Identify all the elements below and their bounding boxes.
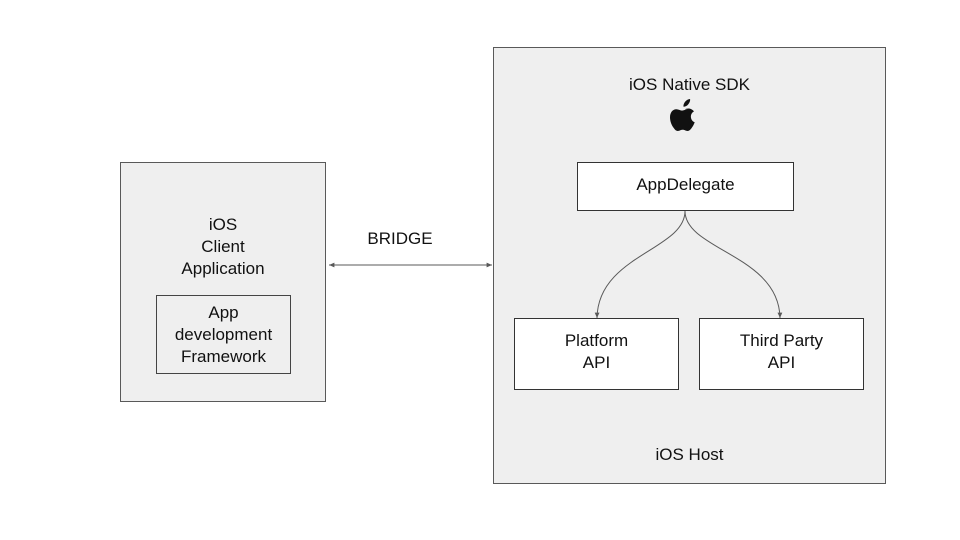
framework-box: App development Framework [156,295,291,374]
bridge-label: BRIDGE [367,229,433,248]
third-party-api-box: Third Party API [699,318,864,390]
client-container: iOS Client Application App development F… [120,162,326,402]
platform-api-label: Platform API [564,331,629,372]
third-party-api-label: Third Party API [739,331,824,372]
client-title: iOS Client Application [181,215,265,278]
framework-label: App development Framework [174,303,273,366]
platform-api-box: Platform API [514,318,679,390]
app-delegate-box: AppDelegate [577,162,794,211]
sdk-title: iOS Native SDK [629,75,750,94]
app-delegate-label: AppDelegate [636,175,735,194]
host-container: iOS Native SDK AppDelegate Platform API … [493,47,886,484]
host-footer-label: iOS Host [655,445,724,464]
apple-logo-icon [670,98,704,140]
